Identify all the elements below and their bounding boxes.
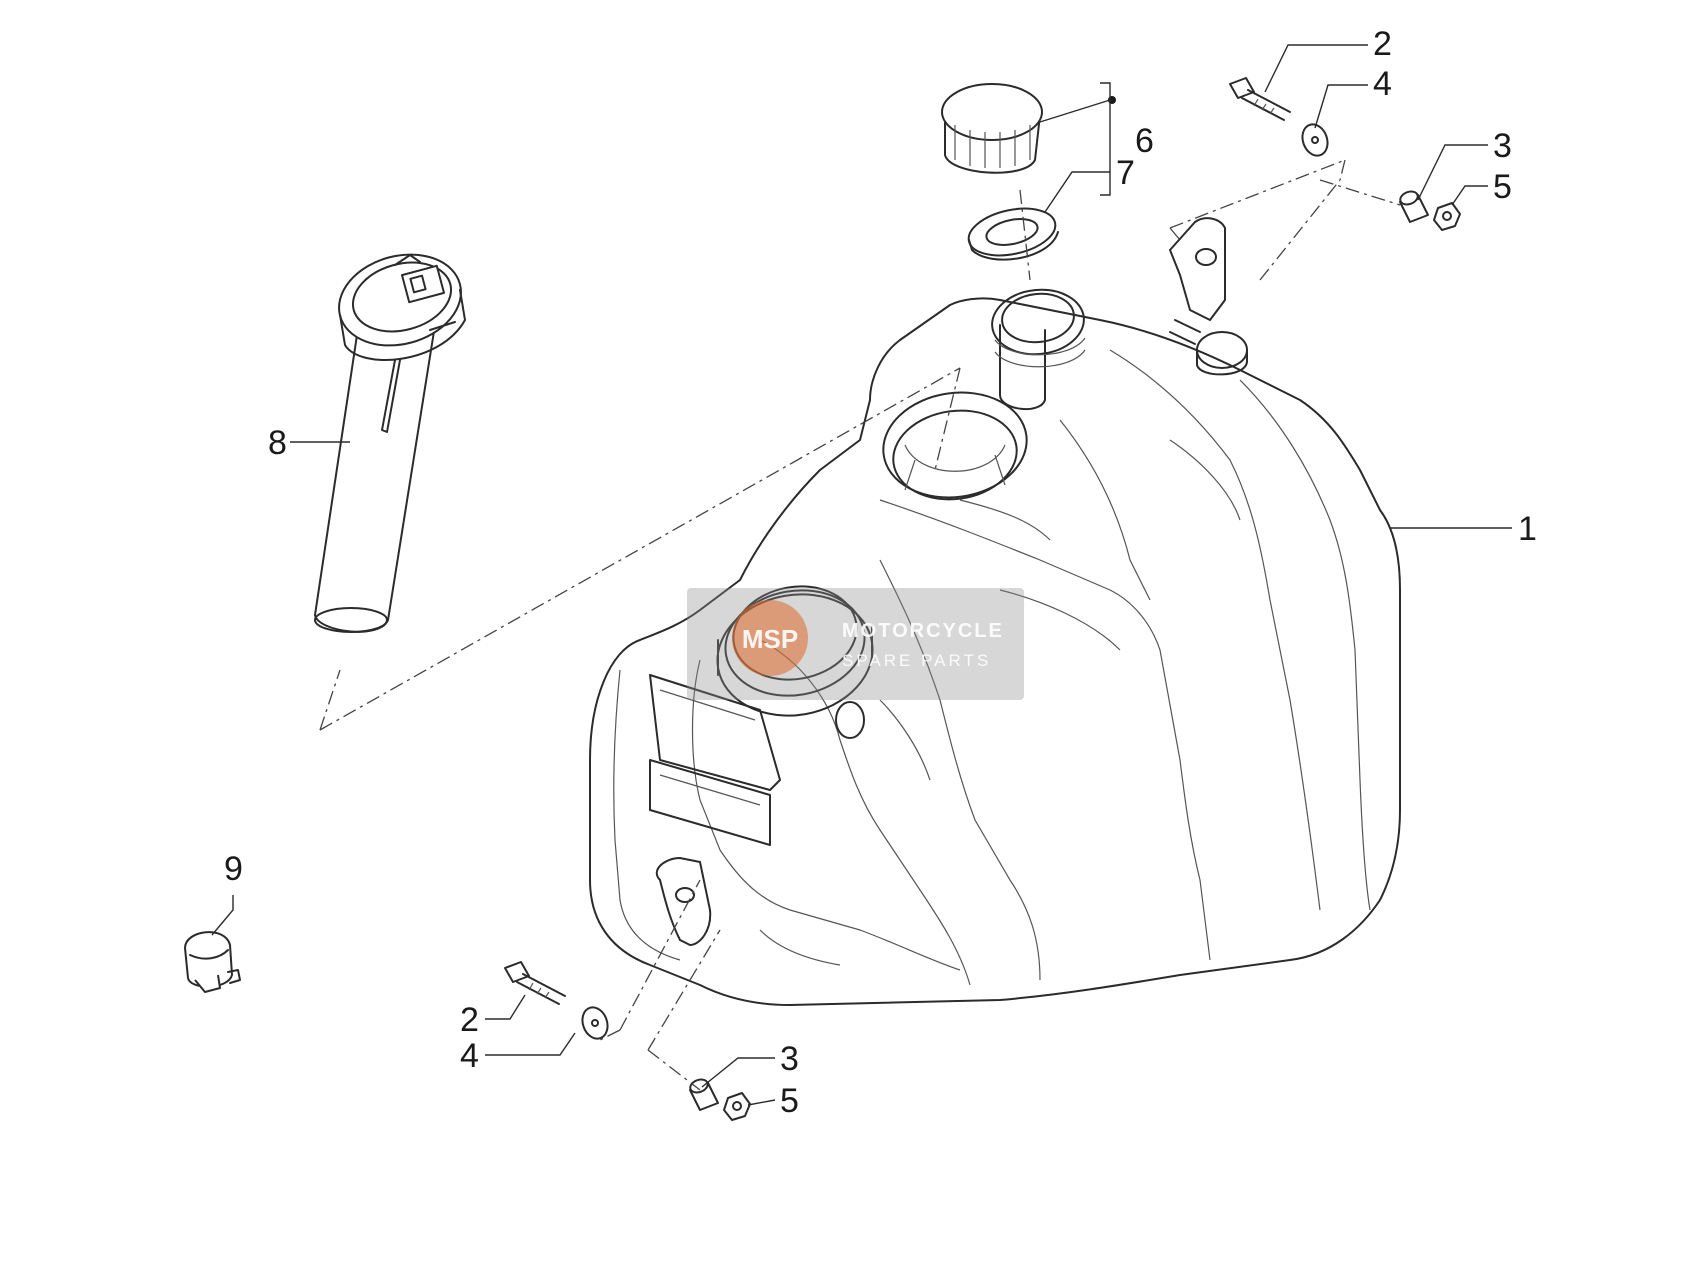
bolt-top [1229,77,1291,121]
callout-6: 6 [1135,122,1154,160]
filler-neck [991,288,1086,411]
callout-8: 8 [268,424,287,462]
nut-bottom [723,1092,751,1121]
callout-7: 7 [1116,154,1135,192]
callout-5-top: 5 [1493,168,1512,206]
nut-top [1433,202,1461,231]
leader-dot [1108,96,1116,104]
spacer-top [1399,190,1429,223]
assembly-lines [319,159,1401,1091]
watermark-logo: MSP [742,624,798,654]
watermark: MSP MOTORCYCLE SPARE PARTS [687,588,1024,700]
callout-4-bottom: 4 [460,1037,479,1075]
bolt-bottom [504,961,566,1005]
gasket-ring [967,207,1059,261]
callout-labels: 1 2 4 3 5 6 7 8 9 2 4 3 5 [224,25,1537,1120]
hose-clamp [184,931,241,993]
top-bracket [1169,217,1248,376]
watermark-logo-icon [732,600,808,676]
fuel-cap [941,83,1043,174]
leader-lines [211,44,1512,1106]
fuel-level-sender [314,253,466,633]
callout-2-top: 2 [1373,25,1392,63]
callout-3-bottom: 3 [780,1040,799,1078]
watermark-line2: SPARE PARTS [842,651,991,670]
sender-opening [882,391,1028,501]
watermark-line1: MOTORCYCLE [842,620,1004,642]
callout-3-top: 3 [1493,127,1512,165]
callout-9: 9 [224,850,243,888]
spacer-bottom [689,1078,719,1111]
washer-top [1301,123,1329,157]
washer-bottom [581,1006,609,1040]
callout-5-bottom: 5 [780,1082,799,1120]
callout-4-top: 4 [1373,65,1392,103]
callout-2-bottom: 2 [460,1001,479,1039]
callout-1: 1 [1518,510,1537,548]
